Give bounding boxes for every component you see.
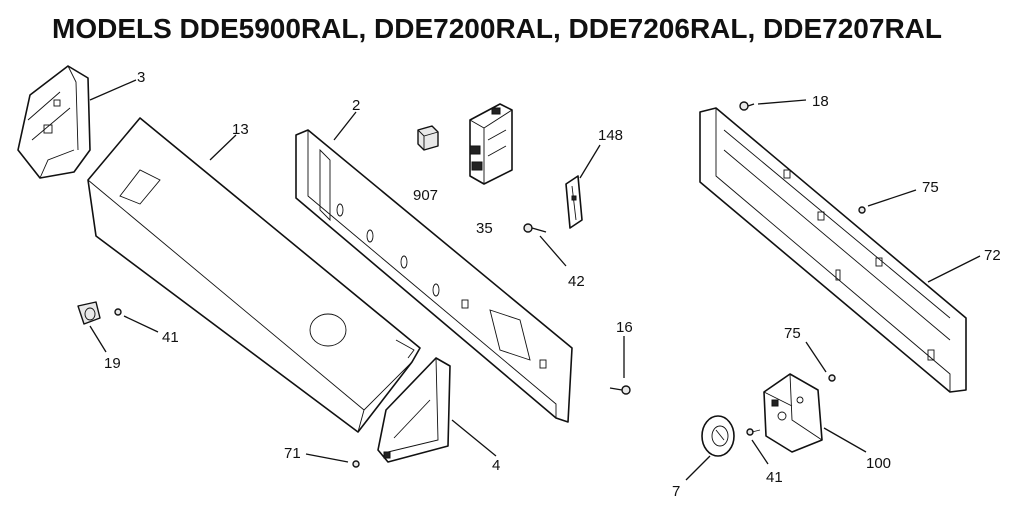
part-4-right-end-cap bbox=[377, 357, 451, 463]
callout-75-upper: 75 bbox=[922, 179, 939, 196]
callout-19: 19 bbox=[104, 355, 121, 372]
part-2-mounting-frame bbox=[295, 129, 573, 423]
callout-907: 907 bbox=[413, 187, 438, 204]
callout-41-left: 41 bbox=[162, 329, 179, 346]
part-3-left-end-cap bbox=[17, 65, 91, 179]
part-41-clip-left bbox=[114, 308, 122, 316]
callout-2: 2 bbox=[352, 97, 360, 114]
callout-75-lower: 75 bbox=[784, 325, 801, 342]
part-35-switch-assembly bbox=[469, 103, 513, 185]
diagram-title: MODELS DDE5900RAL, DDE7200RAL, DDE7206RA… bbox=[52, 13, 942, 44]
callout-72: 72 bbox=[984, 247, 1001, 264]
callout-16: 16 bbox=[616, 319, 633, 336]
callout-71: 71 bbox=[284, 445, 301, 462]
callout-7: 7 bbox=[672, 483, 680, 500]
part-100-timer bbox=[763, 373, 823, 453]
callout-42: 42 bbox=[568, 273, 585, 290]
part-72-rear-panel bbox=[699, 107, 967, 393]
callout-18: 18 bbox=[812, 93, 829, 110]
callout-148: 148 bbox=[598, 127, 623, 144]
callout-4: 4 bbox=[492, 457, 500, 474]
callout-3: 3 bbox=[137, 69, 145, 86]
part-7-knob bbox=[701, 415, 735, 457]
part-907-switch bbox=[417, 125, 439, 151]
part-75-screw-lower bbox=[828, 374, 836, 382]
part-13-control-panel bbox=[87, 117, 421, 433]
callout-13: 13 bbox=[232, 121, 249, 138]
callout-41-right: 41 bbox=[766, 469, 783, 486]
part-19-knob bbox=[77, 301, 101, 325]
part-42-screw bbox=[523, 223, 547, 233]
part-41-clip-right bbox=[746, 428, 761, 436]
part-148-bracket bbox=[565, 175, 583, 229]
part-18-screw bbox=[739, 101, 755, 111]
part-75-screw-upper bbox=[858, 206, 866, 214]
callout-35: 35 bbox=[476, 220, 493, 237]
callout-100: 100 bbox=[866, 455, 891, 472]
part-71-screw bbox=[352, 460, 360, 468]
part-16-screw bbox=[609, 385, 631, 395]
